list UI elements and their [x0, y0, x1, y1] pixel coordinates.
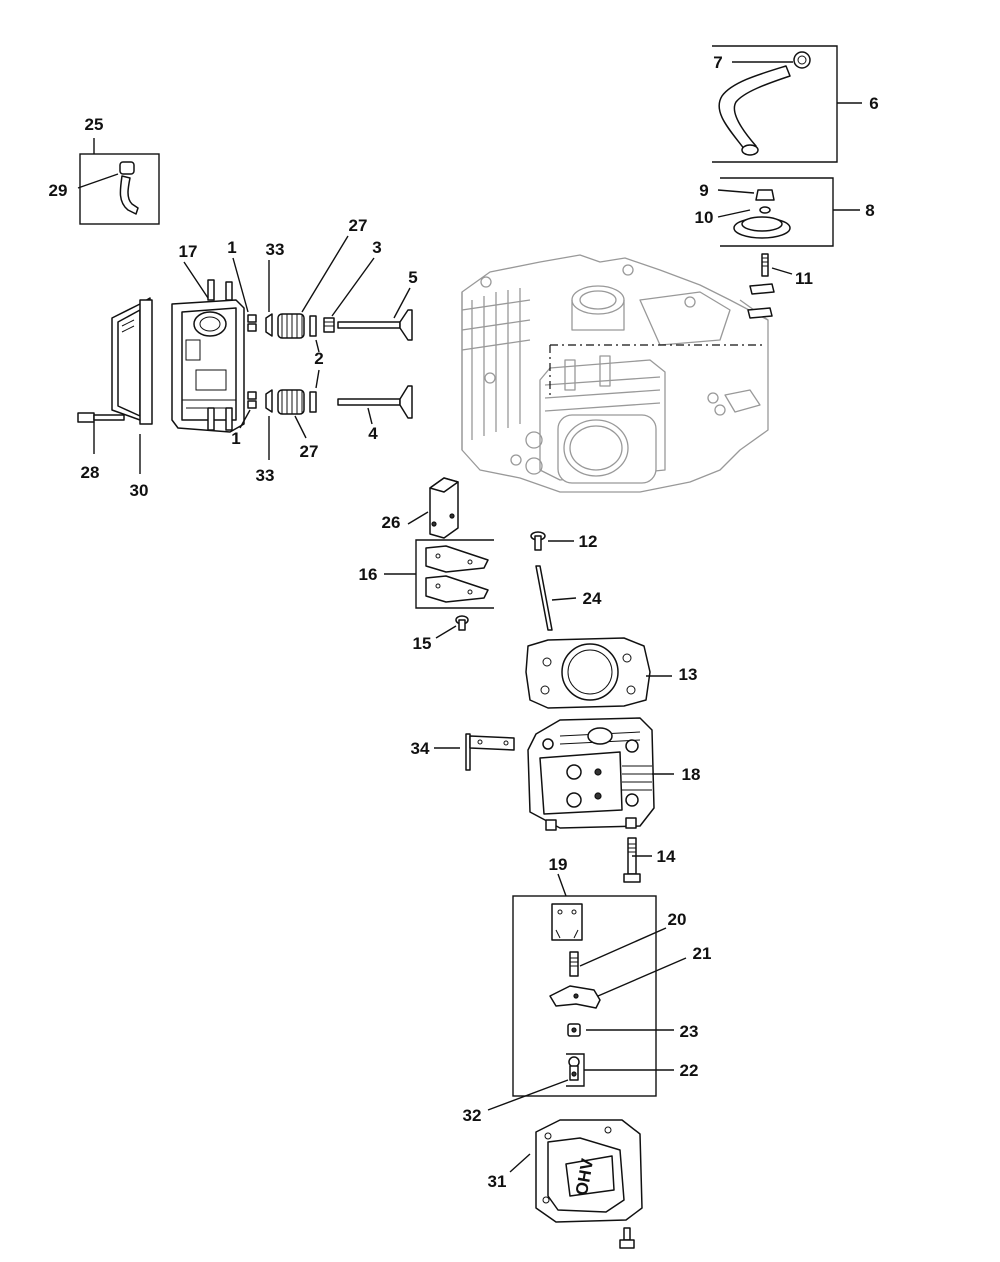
callout-33a: 33	[266, 240, 285, 259]
callout-26: 26	[382, 513, 401, 532]
callout-33b: 33	[256, 466, 275, 485]
rocker-stud-20	[569, 951, 579, 977]
valve-seal-2-upper	[309, 315, 317, 337]
callout-34: 34	[411, 739, 430, 758]
valve-cover-30	[111, 297, 153, 425]
cylinder-head-17	[171, 279, 245, 433]
breather-hose-29	[119, 161, 139, 215]
guide-plate-19	[551, 903, 583, 941]
valve-stem-seal-3	[323, 317, 335, 333]
screw-28	[77, 412, 125, 423]
valve-keepers-1-upper	[247, 314, 257, 332]
breather-tube-7	[718, 51, 811, 156]
callout-5: 5	[408, 268, 417, 287]
head-bolt-14	[623, 837, 641, 883]
pivot-23	[567, 1023, 581, 1037]
kit-box-25	[79, 153, 160, 225]
callout-20: 20	[668, 910, 687, 929]
callout-8: 8	[865, 201, 874, 220]
intake-valve-4	[337, 385, 413, 419]
callout-30: 30	[130, 481, 149, 500]
callout-22: 22	[680, 1061, 699, 1080]
callout-21: 21	[693, 944, 712, 963]
callout-1a: 1	[227, 238, 236, 257]
callout-16: 16	[359, 565, 378, 584]
callout-14: 14	[657, 847, 676, 866]
bracket-34	[465, 733, 515, 771]
callout-10: 10	[695, 208, 714, 227]
rocker-stud-12	[530, 531, 546, 551]
cover-screw	[619, 1227, 635, 1249]
callout-25: 25	[85, 115, 104, 134]
callout-13: 13	[679, 665, 698, 684]
callout-15: 15	[413, 634, 432, 653]
callout-3: 3	[372, 238, 381, 257]
rocker-arm-21	[549, 985, 601, 1009]
callout-17: 17	[179, 242, 198, 261]
callout-2: 2	[314, 349, 323, 368]
adjuster-32	[568, 1056, 580, 1081]
callout-1b: 1	[231, 429, 240, 448]
callout-27a: 27	[349, 216, 368, 235]
callout-32: 32	[463, 1106, 482, 1125]
callout-27b: 27	[300, 442, 319, 461]
rocker-kit-box	[512, 895, 657, 1097]
callout-7: 7	[713, 53, 722, 72]
breather-cover-10	[733, 189, 791, 239]
valve-seal-2-lower	[309, 391, 317, 413]
valve-cover-31	[535, 1119, 643, 1223]
push-rod-24	[535, 565, 553, 631]
spring-retainer-33-lower	[265, 389, 273, 413]
kit-box-6	[712, 45, 838, 163]
engine-crankcase-outline	[461, 254, 769, 493]
callout-4: 4	[368, 424, 378, 443]
callout-19: 19	[549, 855, 568, 874]
baffle-26	[429, 477, 459, 539]
valve-spring-27-upper	[277, 313, 305, 339]
screw-15	[455, 615, 469, 631]
callout-18: 18	[682, 765, 701, 784]
cylinder-head-18	[527, 717, 655, 831]
head-gasket-13	[525, 637, 651, 709]
callout-6: 6	[869, 94, 878, 113]
callout-24: 24	[583, 589, 602, 608]
callout-28: 28	[81, 463, 100, 482]
exhaust-valve-5	[337, 309, 413, 341]
valve-spring-27-lower	[277, 389, 305, 415]
callout-11: 11	[795, 269, 813, 288]
kit-box-8	[720, 177, 834, 247]
valve-keepers-1-lower	[247, 391, 257, 409]
callout-12: 12	[579, 532, 598, 551]
spring-retainer-33-upper	[265, 313, 273, 337]
stud-11	[747, 253, 775, 319]
callout-29: 29	[49, 181, 68, 200]
callout-9: 9	[699, 181, 708, 200]
callout-31: 31	[488, 1172, 507, 1191]
air-baffle-16	[425, 545, 489, 603]
callout-23: 23	[680, 1022, 699, 1041]
